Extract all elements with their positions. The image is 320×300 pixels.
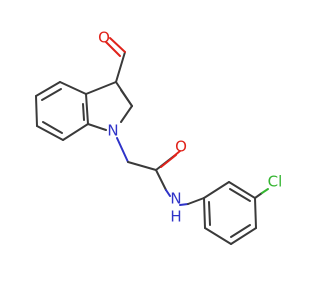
pyrrole-ring bbox=[85, 81, 133, 131]
double-bond bbox=[229, 188, 251, 202]
bond bbox=[36, 125, 64, 141]
aldehyde-group bbox=[105, 37, 126, 83]
bond bbox=[87, 123, 107, 131]
bond bbox=[230, 227, 257, 245]
bond bbox=[115, 51, 126, 83]
structure-diagram: O N O N H Cl bbox=[35, 29, 282, 245]
bond bbox=[85, 81, 117, 95]
bond bbox=[203, 181, 230, 199]
bond bbox=[165, 189, 171, 197]
bond bbox=[155, 169, 167, 191]
bond bbox=[187, 197, 205, 205]
bond bbox=[116, 137, 129, 163]
double-bond bbox=[105, 41, 121, 57]
double-bond bbox=[208, 201, 211, 226]
bond bbox=[179, 203, 189, 206]
double-bond bbox=[120, 89, 133, 107]
double-bond bbox=[41, 88, 62, 101]
double-bond bbox=[42, 121, 63, 134]
bond bbox=[203, 197, 206, 229]
aldehyde-oxygen-label: O bbox=[98, 29, 110, 47]
indole-nitrogen-label: N bbox=[107, 122, 118, 140]
amide-hydrogen-label: H bbox=[170, 208, 181, 226]
bond bbox=[35, 81, 61, 97]
double-bond bbox=[109, 37, 126, 53]
double-bond bbox=[160, 154, 177, 168]
bond bbox=[120, 105, 133, 123]
chlorine-label: Cl bbox=[268, 173, 283, 191]
bond bbox=[35, 95, 38, 127]
bond bbox=[254, 197, 257, 229]
double-bond bbox=[82, 103, 85, 121]
bond bbox=[62, 123, 89, 141]
bond bbox=[59, 81, 87, 95]
bond bbox=[261, 188, 269, 194]
acetamide-chain bbox=[116, 137, 205, 206]
bond bbox=[254, 192, 263, 199]
atom-labels: O N O N H Cl bbox=[98, 29, 282, 226]
amide-oxygen-label: O bbox=[175, 138, 187, 156]
bond bbox=[85, 93, 89, 125]
bond bbox=[228, 181, 256, 199]
indole-benzene-ring bbox=[35, 81, 89, 141]
double-bond bbox=[230, 224, 251, 238]
bond bbox=[127, 161, 157, 171]
amide-nitrogen-label: N bbox=[170, 190, 181, 208]
chlorophenyl-ring bbox=[203, 181, 269, 245]
bond bbox=[204, 227, 232, 245]
